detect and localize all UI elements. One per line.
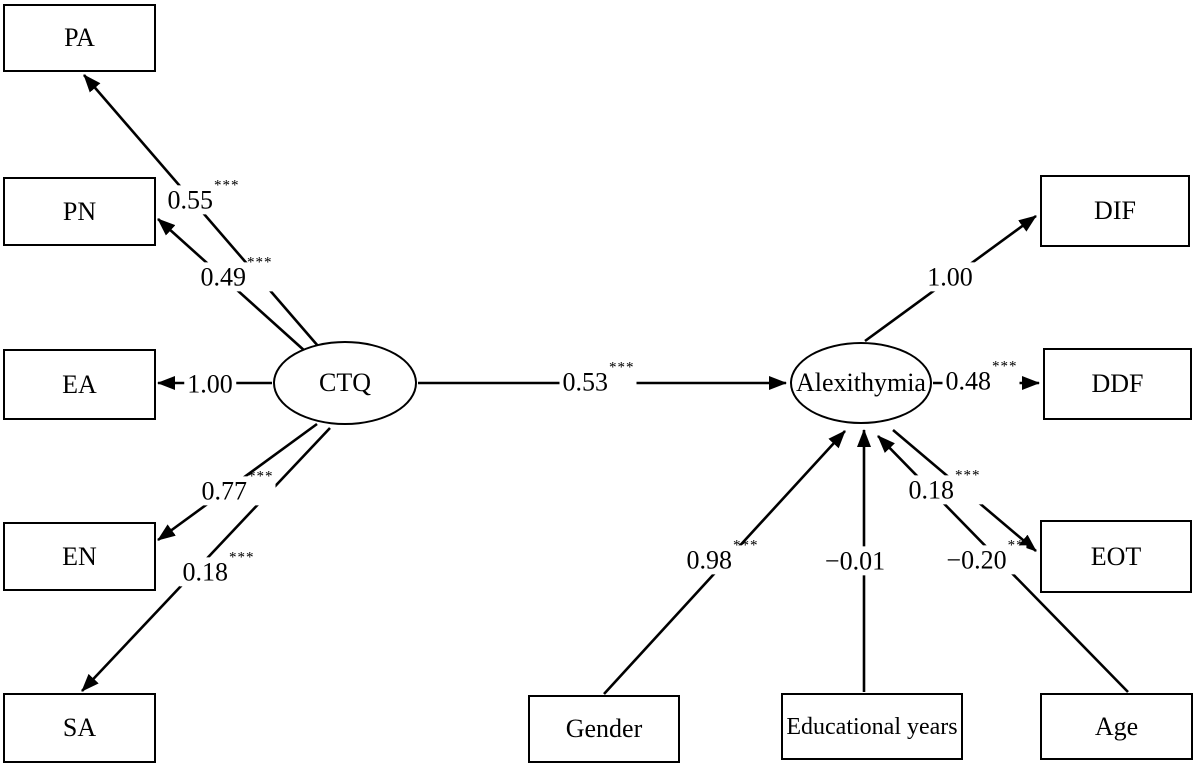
observed-box-dif: DIF (1040, 175, 1190, 247)
path-label-ctq-pa: 0.55*** (164, 178, 242, 215)
observed-label-ddf: DDF (1091, 369, 1144, 398)
latent-label-ctq: CTQ (319, 368, 371, 397)
path-label-gender-alexithymia: 0.98*** (683, 538, 761, 575)
path-label-ctq-en: 0.77*** (198, 469, 276, 506)
observed-label-eot: EOT (1090, 541, 1142, 571)
path-label-ctq-sa: 0.18*** (179, 550, 257, 587)
path-label-age-alexithymia: −0.20** (943, 538, 1027, 575)
observed-label-sa: SA (62, 713, 97, 742)
observed-box-pa: PA (3, 4, 156, 72)
covariate-box-gender: Gender (528, 695, 680, 763)
path-label-alexithymia-ddf: 0.48*** (942, 359, 1020, 396)
path-label-edu-alexithymia: −0.01 (821, 546, 889, 576)
observed-box-eot: EOT (1040, 520, 1192, 593)
covariate-box-age: Age (1040, 693, 1193, 760)
latent-ellipse-ctq: CTQ (273, 341, 417, 425)
observed-box-ddf: DDF (1043, 348, 1192, 420)
observed-label-en: EN (62, 541, 97, 571)
path-label-alexithymia-eot: 0.18*** (905, 468, 983, 505)
path-label-ctq-pn: 0.49*** (197, 255, 275, 292)
observed-box-pn: PN (3, 177, 156, 246)
observed-box-ea: EA (3, 349, 156, 420)
latent-label-alexithymia: Alexithymia (796, 368, 926, 397)
observed-label-pa: PA (64, 23, 95, 52)
covariate-label-gender: Gender (565, 714, 643, 743)
observed-label-dif: DIF (1094, 196, 1136, 225)
path-label-ctq-ea: 1.00 (184, 369, 236, 399)
path-label-alexithymia-dif: 1.00 (924, 262, 976, 292)
observed-box-en: EN (3, 522, 156, 591)
observed-box-sa: SA (3, 693, 156, 763)
path-label-ctq-alexithymia: 0.53*** (559, 360, 637, 397)
observed-label-pn: PN (62, 196, 97, 226)
covariate-box-educational-years: Educational years (781, 693, 963, 760)
latent-ellipse-alexithymia: Alexithymia (790, 342, 932, 424)
observed-label-ea: EA (62, 369, 97, 399)
covariate-label-age: Age (1094, 711, 1139, 741)
covariate-label-educational-years: Educational years (786, 713, 958, 740)
